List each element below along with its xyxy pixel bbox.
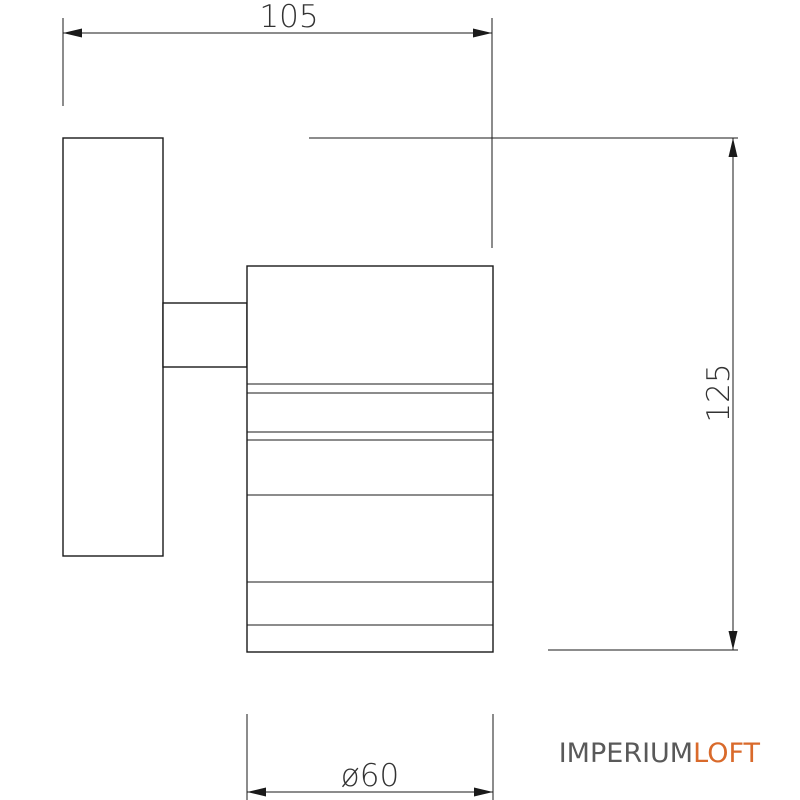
arrowhead-bottom [728, 631, 738, 650]
diameter-label: ø60 [341, 758, 399, 794]
dimension-height: 125 [309, 137, 738, 651]
brand-logo: IMPERIUMLOFT [559, 738, 761, 769]
arrowhead-left [63, 28, 82, 38]
lamp-body [246, 265, 494, 653]
dimension-width: 105 [62, 0, 493, 248]
arrowhead-top [728, 138, 738, 157]
logo-part-loft: LOFT [693, 738, 760, 769]
logo-part-imperium: IMPERIUM [559, 738, 693, 769]
height-label: 125 [701, 363, 737, 422]
arrowhead-left [247, 787, 266, 797]
lamp-rings [247, 383, 493, 626]
connecting-arm [162, 302, 248, 368]
wall-plate [62, 137, 164, 557]
width-label: 105 [259, 0, 318, 35]
arrowhead-right [473, 28, 492, 38]
dimension-diameter: ø60 [246, 714, 494, 800]
arrowhead-right [474, 787, 493, 797]
